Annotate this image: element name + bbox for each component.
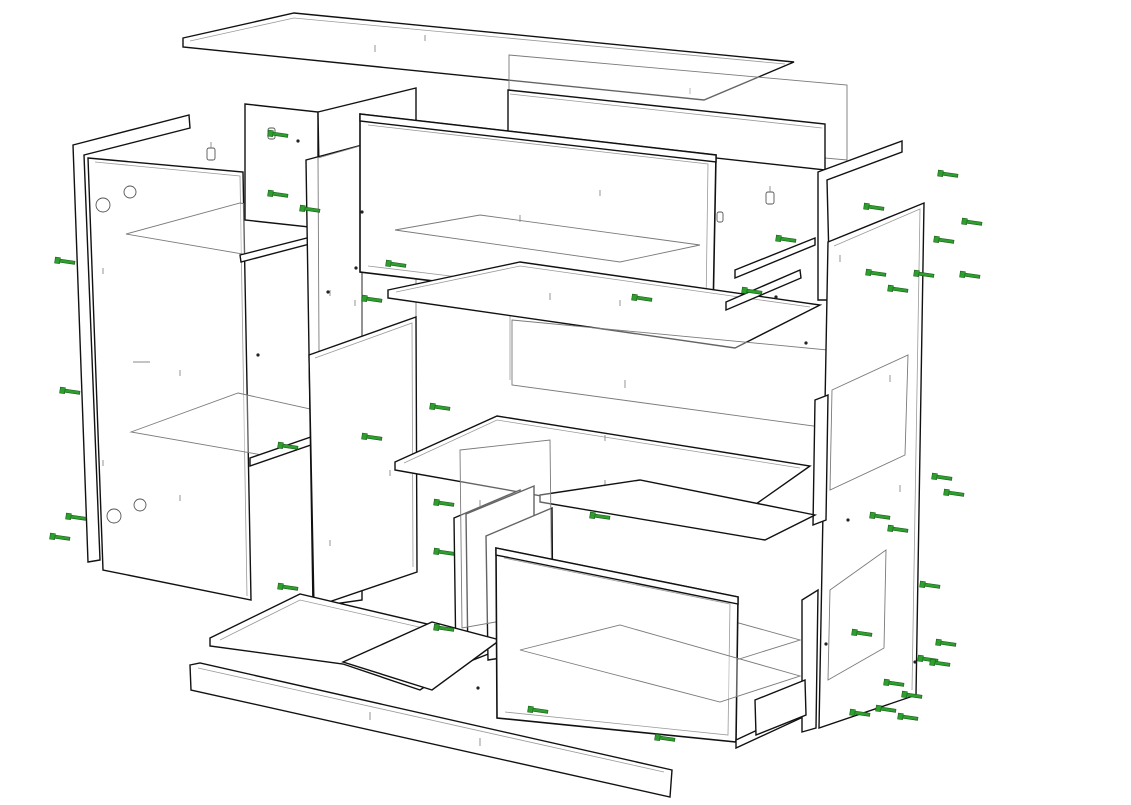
middle-back-panel bbox=[511, 319, 829, 429]
right-side-panel bbox=[817, 139, 925, 729]
screw-icon bbox=[933, 235, 955, 244]
screw-icon bbox=[654, 733, 676, 742]
screw-icon bbox=[887, 524, 909, 533]
screw-icon bbox=[863, 202, 885, 211]
back-panel bbox=[507, 54, 848, 380]
middle-shelf bbox=[394, 415, 818, 541]
screw-icon bbox=[875, 704, 897, 713]
screw-icon bbox=[267, 129, 289, 138]
screw-icon bbox=[429, 402, 451, 411]
screw-icon bbox=[913, 269, 935, 278]
screw-icon bbox=[901, 690, 923, 699]
screw-icon bbox=[267, 189, 289, 198]
screw-icon bbox=[961, 217, 983, 226]
screw-icon bbox=[897, 712, 919, 721]
left-side-panel bbox=[72, 114, 252, 601]
screw-icon bbox=[299, 204, 321, 213]
screw-icon bbox=[943, 488, 965, 497]
screw-icon bbox=[775, 234, 797, 243]
screw-icon bbox=[59, 386, 81, 395]
lower-drawer bbox=[495, 547, 807, 750]
drawer-side-rail bbox=[725, 236, 816, 312]
screw-icon bbox=[277, 441, 299, 450]
screw-icon bbox=[54, 256, 76, 265]
screw-icon bbox=[937, 169, 959, 178]
screw-icon bbox=[433, 498, 455, 507]
screw-icon bbox=[935, 638, 957, 647]
screw-icon bbox=[65, 512, 87, 521]
screw-icon bbox=[385, 259, 407, 268]
screw-icon bbox=[883, 678, 905, 687]
screw-icon bbox=[49, 532, 71, 541]
screw-icon bbox=[589, 511, 611, 520]
center-left-partition bbox=[308, 316, 418, 608]
screw-icon bbox=[929, 658, 951, 667]
upper-drawer bbox=[359, 113, 717, 316]
screw-icon bbox=[433, 623, 455, 632]
fasteners-group bbox=[49, 129, 983, 742]
upper-shelf bbox=[387, 261, 823, 349]
screw-icon bbox=[277, 582, 299, 591]
screw-icon bbox=[887, 284, 909, 293]
screw-icon bbox=[919, 580, 941, 589]
screw-icon bbox=[931, 472, 953, 481]
screw-icon bbox=[849, 708, 871, 717]
screw-icon bbox=[631, 293, 653, 302]
screw-icon bbox=[869, 511, 891, 520]
screw-icon bbox=[433, 547, 455, 556]
screw-icon bbox=[741, 286, 763, 295]
screw-icon bbox=[527, 705, 549, 714]
screw-icon bbox=[361, 294, 383, 303]
plinth bbox=[189, 662, 673, 798]
screw-icon bbox=[851, 628, 873, 637]
screw-icon bbox=[361, 432, 383, 441]
bottom-panel bbox=[209, 593, 502, 691]
top-panel bbox=[182, 12, 795, 101]
screw-icon bbox=[865, 268, 887, 277]
screw-icon bbox=[959, 270, 981, 279]
